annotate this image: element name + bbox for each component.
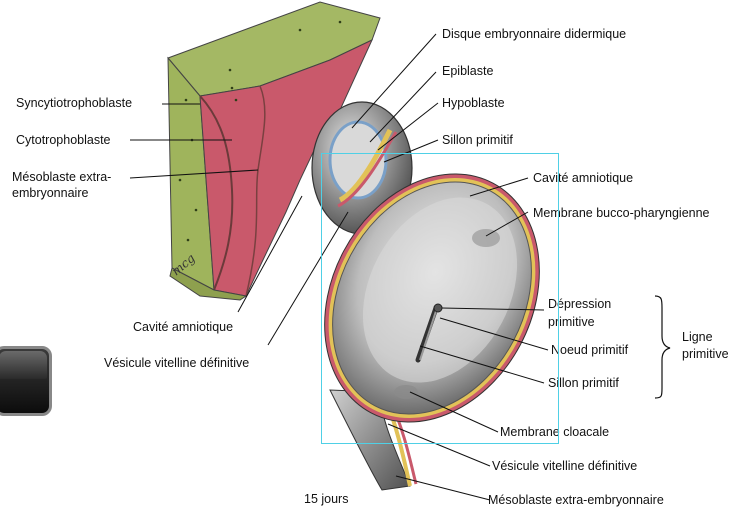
label-hypoblast: Hypoblaste [442,96,505,110]
label-amniotic-cavity-right: Cavité amniotique [533,171,633,185]
label-epiblast: Epiblaste [442,64,493,78]
ligne-brace [655,296,670,398]
label-cytotrophoblast: Cytotrophoblaste [16,133,111,147]
label-primitive-streak-1: Ligne [682,330,713,344]
label-cloacal-membrane: Membrane cloacale [500,425,609,439]
label-syncytiotrophoblast: Syncytiotrophoblaste [16,96,132,110]
label-primitive-node: Noeud primitif [551,343,628,357]
label-primitive-groove-top: Sillon primitif [442,133,513,147]
primitive-node [434,304,442,312]
label-buccopharyngeal-membrane: Membrane bucco-pharyngienne [533,206,710,220]
label-primitive-streak-2: primitive [682,347,729,361]
label-mesoblast-left-2: embryonnaire [12,186,88,200]
label-mesoblast-bottom: Mésoblaste extra-embryonnaire [488,493,664,507]
dark-button[interactable] [0,346,52,416]
label-mesoblast-left-1: Mésoblaste extra- [12,170,111,184]
label-yolk-sac-bottom: Vésicule vitelline définitive [492,459,637,473]
label-amniotic-cavity-left: Cavité amniotique [133,320,233,334]
label-bilaminar-disc: Disque embryonnaire didermique [442,27,626,41]
label-depression-1: Dépression [548,297,611,311]
label-primitive-groove-right: Sillon primitif [548,376,619,390]
label-depression-2: primitive [548,315,595,329]
label-age: 15 jours [304,492,348,506]
label-yolk-sac-left: Vésicule vitelline définitive [104,356,249,370]
